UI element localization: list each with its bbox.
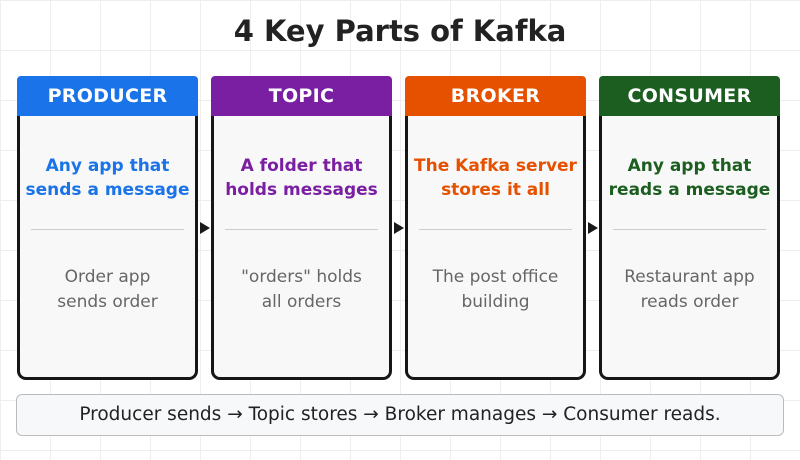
description-line: sends a message xyxy=(25,180,190,200)
example-line: Restaurant app xyxy=(624,267,755,287)
card-topic: TOPIC A folder that holds messages "orde… xyxy=(211,76,392,380)
card-divider xyxy=(419,229,572,230)
card-description: A folder that holds messages xyxy=(214,154,389,202)
example-line: "orders" holds xyxy=(241,267,362,287)
card-header-broker: BROKER xyxy=(405,76,586,116)
description-line: reads a message xyxy=(608,180,771,200)
example-line: reads order xyxy=(640,292,739,312)
card-example: Restaurant app reads order xyxy=(602,265,777,315)
summary-banner: Producer sends → Topic stores → Broker m… xyxy=(16,394,784,436)
card-description: Any app that reads a message xyxy=(602,154,777,202)
description-line: The Kafka server xyxy=(414,156,577,176)
card-example: Order app sends order xyxy=(20,265,195,315)
card-header-topic: TOPIC xyxy=(211,76,392,116)
card-body-topic: A folder that holds messages "orders" ho… xyxy=(211,116,392,380)
example-line: sends order xyxy=(57,292,158,312)
example-line: building xyxy=(461,292,530,312)
card-consumer: CONSUMER Any app that reads a message Re… xyxy=(599,76,780,380)
card-broker: BROKER The Kafka server stores it all Th… xyxy=(405,76,586,380)
card-divider xyxy=(225,229,378,230)
description-line: Any app that xyxy=(627,156,752,176)
card-header-producer: PRODUCER xyxy=(17,76,198,116)
card-body-producer: Any app that sends a message Order app s… xyxy=(17,116,198,380)
card-description: Any app that sends a message xyxy=(20,154,195,202)
card-body-consumer: Any app that reads a message Restaurant … xyxy=(599,116,780,380)
card-description: The Kafka server stores it all xyxy=(408,154,583,202)
description-line: Any app that xyxy=(45,156,170,176)
diagram-title: 4 Key Parts of Kafka xyxy=(233,14,567,48)
arrow-right-icon xyxy=(394,222,404,234)
card-body-broker: The Kafka server stores it all The post … xyxy=(405,116,586,380)
example-line: Order app xyxy=(64,267,151,287)
description-line: holds messages xyxy=(225,180,378,200)
card-producer: PRODUCER Any app that sends a message Or… xyxy=(17,76,198,380)
example-line: all orders xyxy=(261,292,342,312)
example-line: The post office xyxy=(432,267,559,287)
card-example: "orders" holds all orders xyxy=(214,265,389,315)
card-header-consumer: CONSUMER xyxy=(599,76,780,116)
arrow-right-icon xyxy=(200,222,210,234)
card-divider xyxy=(31,229,184,230)
card-divider xyxy=(613,229,766,230)
description-line: stores it all xyxy=(441,180,550,200)
card-example: The post office building xyxy=(408,265,583,315)
description-line: A folder that xyxy=(240,156,363,176)
arrow-right-icon xyxy=(588,222,598,234)
